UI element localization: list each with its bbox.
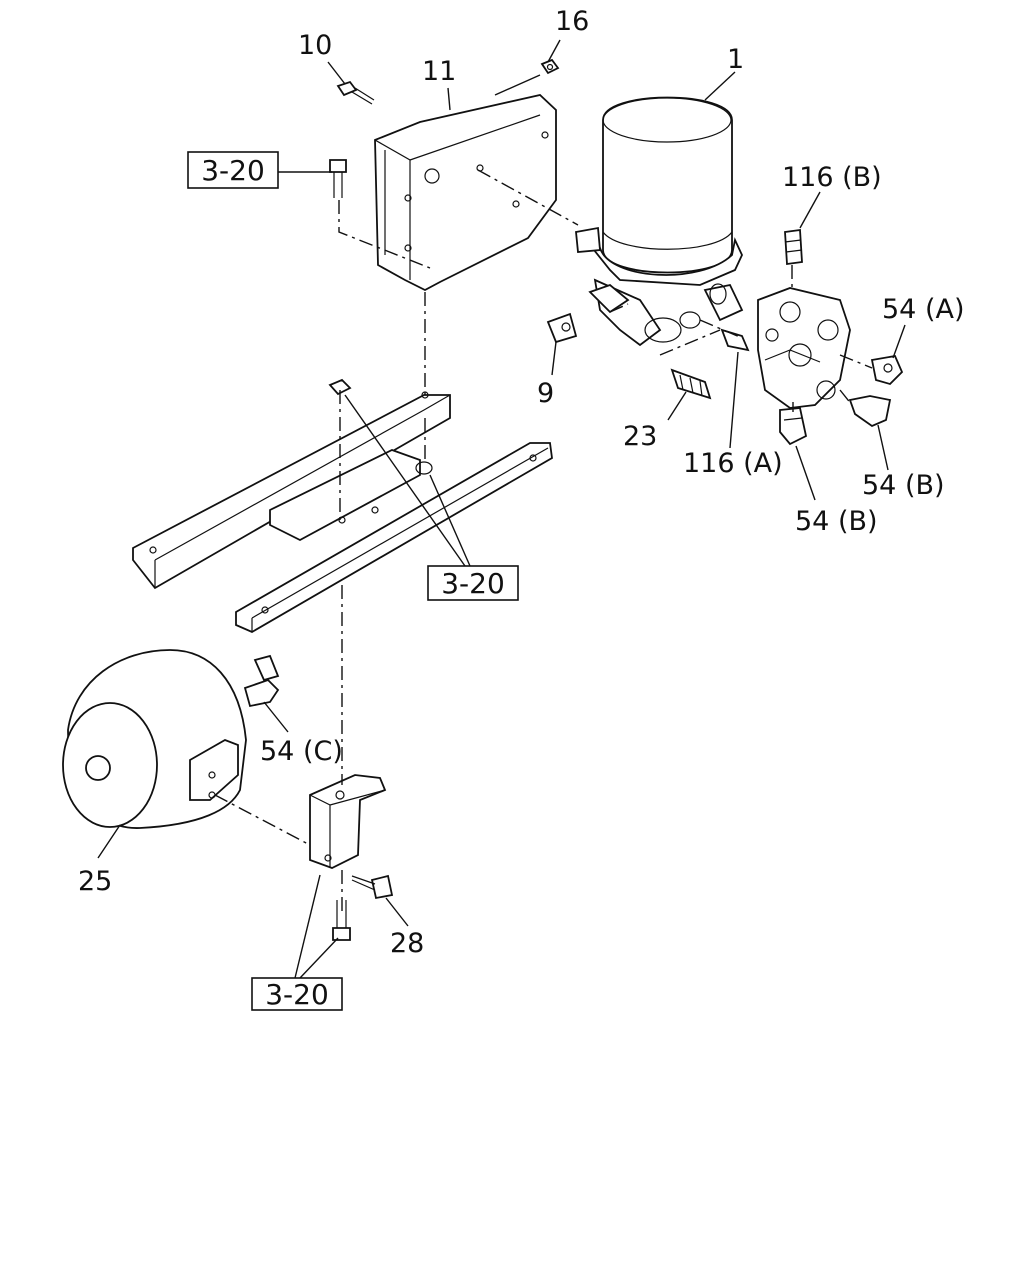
fitting-116a xyxy=(720,328,750,352)
label-part-10: 10 xyxy=(298,30,332,61)
label-part-54b-bottom: 54 (B) xyxy=(795,506,878,537)
label-part-116a: 116 (A) xyxy=(683,448,783,479)
fitting-54b-bottom xyxy=(779,407,808,446)
label-part-54c: 54 (C) xyxy=(260,736,343,767)
label-part-28: 28 xyxy=(390,928,424,959)
bolt-ref-bottom xyxy=(332,900,351,941)
label-part-116b: 116 (B) xyxy=(782,162,882,193)
valve-block xyxy=(757,287,851,409)
frame-crossmember xyxy=(132,378,553,634)
label-part-16: 16 xyxy=(555,6,589,37)
label-part-23: 23 xyxy=(623,421,657,452)
tank-bracket xyxy=(309,774,387,869)
ref-box-top: 3-20 xyxy=(187,151,279,189)
label-part-9: 9 xyxy=(537,378,554,409)
air-tank xyxy=(62,649,247,829)
label-part-25: 25 xyxy=(78,866,112,897)
label-part-11: 11 xyxy=(422,56,456,87)
fitting-116b xyxy=(784,228,803,266)
ref-box-bottom: 3-20 xyxy=(251,977,343,1011)
chain-lines xyxy=(214,169,873,912)
fitting-54a xyxy=(870,354,904,386)
leader-lines xyxy=(97,39,906,979)
nut-16 xyxy=(540,58,560,75)
label-part-54a: 54 (A) xyxy=(882,294,964,325)
fitting-23 xyxy=(670,368,712,400)
air-dryer xyxy=(575,96,744,347)
ref-box-bottom-text: 3-20 xyxy=(265,978,329,1011)
ref-box-middle-text: 3-20 xyxy=(441,567,505,600)
ref-box-top-text: 3-20 xyxy=(201,154,265,187)
bolt-10 xyxy=(336,80,375,105)
fitting-9 xyxy=(546,312,578,344)
bolt-ref-top xyxy=(329,159,347,198)
bolt-28 xyxy=(351,874,394,900)
fitting-54b-right xyxy=(848,395,892,428)
label-part-54b-right: 54 (B) xyxy=(862,470,945,501)
ref-box-middle: 3-20 xyxy=(427,565,519,601)
fitting-54c xyxy=(243,654,280,708)
label-part-1: 1 xyxy=(727,44,744,75)
mounting-bracket xyxy=(374,94,557,292)
